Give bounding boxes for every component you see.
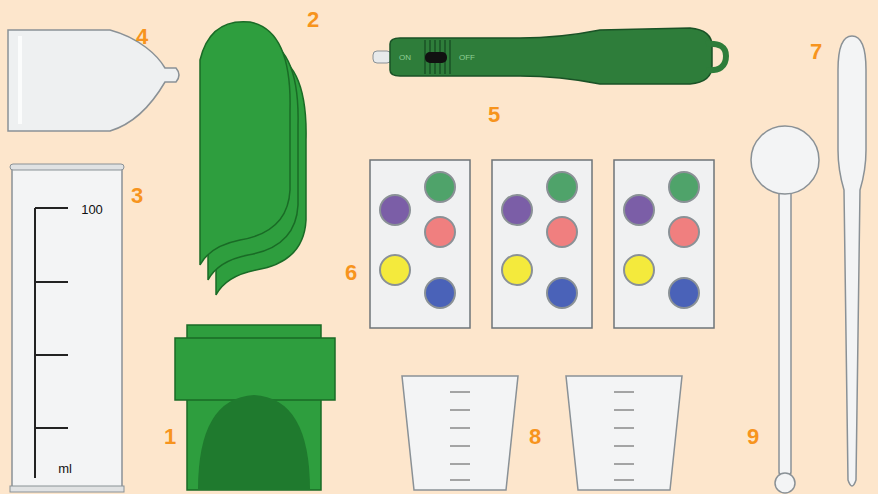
callout-number: 7 — [810, 41, 822, 63]
callout-number: 8 — [529, 426, 541, 448]
callout-number: 4 — [136, 26, 148, 48]
green-leaves — [200, 22, 306, 295]
highlight — [18, 36, 22, 124]
callout-number: 9 — [747, 426, 759, 448]
measuring-cylinder — [10, 164, 124, 492]
callout-number: 5 — [488, 104, 500, 126]
green-device — [373, 28, 726, 84]
scale-label: 100 — [81, 203, 103, 216]
unit-label: ml — [58, 462, 72, 475]
callout-number: 6 — [345, 262, 357, 284]
switch-label: OFF — [459, 54, 475, 62]
test-plates — [370, 160, 714, 328]
beakers — [402, 376, 682, 490]
spoon — [751, 126, 819, 493]
switch-label: ON — [399, 54, 411, 62]
pipette — [838, 36, 866, 486]
funnel-cup — [8, 30, 179, 131]
callout-number: 2 — [307, 9, 319, 31]
green-holder — [175, 325, 335, 490]
callout-number: 1 — [164, 426, 176, 448]
callout-number: 3 — [131, 185, 143, 207]
